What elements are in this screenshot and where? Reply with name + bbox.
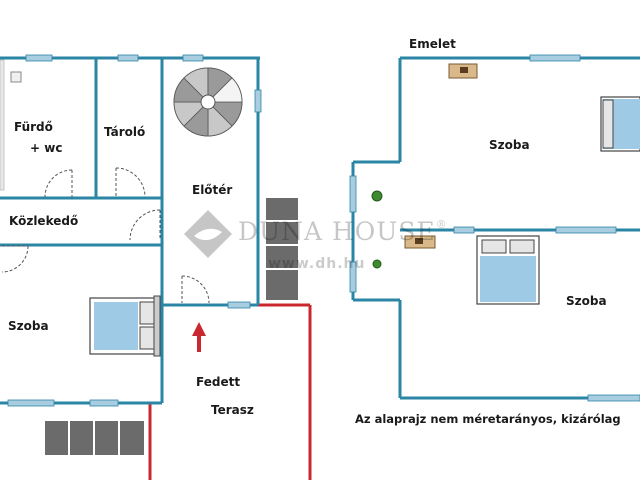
terrace-walls [148,303,312,480]
windows [7,54,640,407]
bathroom-fixtures [0,59,22,191]
desk-icon-upper [448,63,478,79]
watermark-brand: DUNA HOUSE® [238,219,448,244]
label-kozlekedo: Közlekedő [9,214,79,228]
bed-icon-left [89,295,161,357]
label-emelet: Emelet [409,37,456,51]
watermark-registered-mark: ® [435,218,448,231]
duna-house-logo-icon [184,210,232,258]
bed-icon-lower [476,235,540,305]
label-szoba-upper: Szoba [489,138,530,152]
stair-blocks [43,196,300,457]
watermark-brand-text: DUNA HOUSE [238,217,436,246]
label-szoba-left: Szoba [8,319,49,333]
bed-icon-upper [600,96,640,152]
label-fedett: Fedett [196,375,241,389]
label-furdo: Fürdő [14,120,53,134]
label-terasz: Terasz [211,403,254,417]
desk-icon-lower [404,235,436,249]
label-tarolo: Tároló [104,125,146,139]
label-szoba-lower: Szoba [566,294,607,308]
door-swings [1,167,210,304]
spiral-stair-icon [173,67,243,137]
upper-floor-walls [351,56,640,400]
entry-arrow-icon [192,322,206,352]
disclaimer-note: Az alaprajz nem méretarányos, kizárólag [355,412,621,426]
watermark-url: www.dh.hu [268,256,366,272]
plant-icon [371,190,383,269]
label-eloter: Előtér [192,183,233,197]
label-wc: + wc [30,141,63,155]
